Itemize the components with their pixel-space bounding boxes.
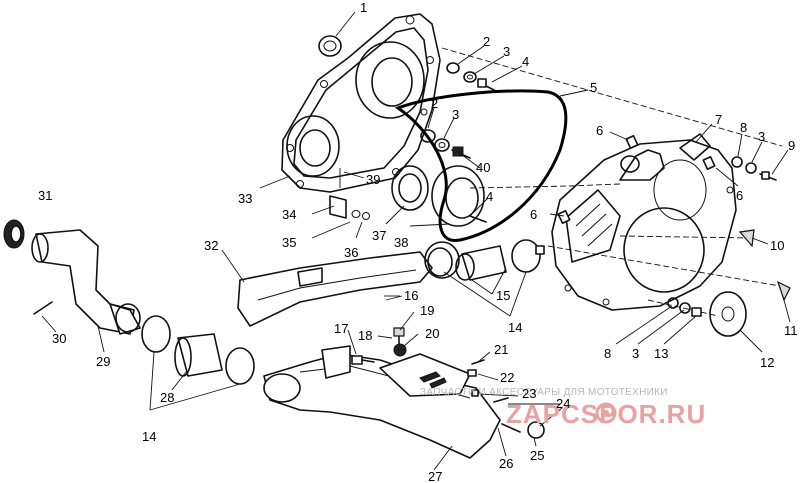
callout-8: 8 xyxy=(740,120,747,135)
clip-11 xyxy=(776,280,791,302)
callout-11: 11 xyxy=(784,323,798,338)
callout-21: 21 xyxy=(494,342,508,357)
callout-30: 30 xyxy=(52,331,66,346)
callout-3: 3 xyxy=(452,107,459,122)
callout-14: 14 xyxy=(142,429,156,444)
callout-8: 8 xyxy=(604,346,611,361)
callout-6: 6 xyxy=(530,207,537,222)
callout-17: 17 xyxy=(334,321,348,336)
callout-4: 4 xyxy=(486,189,493,204)
callout-4: 4 xyxy=(522,54,529,69)
leader-lines xyxy=(41,11,791,471)
callout-6: 6 xyxy=(736,188,743,203)
callout-40: 40 xyxy=(476,160,490,175)
left-intake xyxy=(3,219,141,335)
callout-16: 16 xyxy=(404,288,418,303)
callout-37: 37 xyxy=(372,228,386,243)
callout-26: 26 xyxy=(499,456,513,471)
small-fasteners xyxy=(351,327,545,439)
callout-3: 3 xyxy=(758,129,765,144)
fastener-stack-right xyxy=(731,156,777,181)
callout-9: 9 xyxy=(788,138,795,153)
fastener-stack-lower xyxy=(667,291,747,337)
callout-3: 3 xyxy=(503,44,510,59)
outer-cover xyxy=(551,133,737,311)
callout-38: 38 xyxy=(394,235,408,250)
clamps-upper xyxy=(424,239,545,281)
drive-belt xyxy=(394,89,568,242)
callout-39: 39 xyxy=(366,172,380,187)
callout-28: 28 xyxy=(160,390,174,405)
fastener-stack-top xyxy=(446,62,497,92)
callout-3: 3 xyxy=(632,346,639,361)
upper-duct xyxy=(237,247,453,327)
callout-12: 12 xyxy=(760,355,774,370)
callout-36: 36 xyxy=(344,245,358,260)
callout-13: 13 xyxy=(654,346,668,361)
callout-10: 10 xyxy=(770,238,784,253)
callout-2: 2 xyxy=(431,96,438,111)
callout-32: 32 xyxy=(204,238,218,253)
callout-31: 31 xyxy=(38,188,52,203)
callout-14: 14 xyxy=(508,320,522,335)
watermark-tagline: ЗАПЧАСТИ И АКСЕССУАРЫ ДЛЯ МОТОТЕХНИКИ xyxy=(420,387,668,398)
callout-15: 15 xyxy=(496,288,510,303)
seal-ring-1 xyxy=(318,35,342,57)
clamps-lower xyxy=(141,315,255,385)
gear-icon xyxy=(595,402,617,424)
callout-19: 19 xyxy=(420,303,434,318)
callout-33: 33 xyxy=(238,191,252,206)
callout-29: 29 xyxy=(96,354,110,369)
inner-cover-plate xyxy=(281,13,441,193)
callout-7: 7 xyxy=(715,112,722,127)
bracket-assembly xyxy=(329,168,370,220)
callout-25: 25 xyxy=(530,448,544,463)
watermark-brand: ZAPCSPOR.RU xyxy=(506,399,706,429)
callout-5: 5 xyxy=(590,80,597,95)
fastener-stack-mid xyxy=(420,129,471,159)
callout-35: 35 xyxy=(282,235,296,250)
callout-18: 18 xyxy=(358,328,372,343)
callout-22: 22 xyxy=(500,370,514,385)
callout-34: 34 xyxy=(282,207,296,222)
lower-duct xyxy=(263,345,501,459)
callout-24: 24 xyxy=(556,396,570,411)
callout-6: 6 xyxy=(596,123,603,138)
callout-1: 1 xyxy=(360,0,367,15)
callout-27: 27 xyxy=(428,469,442,483)
callout-20: 20 xyxy=(425,326,439,341)
callout-2: 2 xyxy=(483,34,490,49)
callout-23: 23 xyxy=(522,386,536,401)
clutch-pulley xyxy=(391,165,487,227)
